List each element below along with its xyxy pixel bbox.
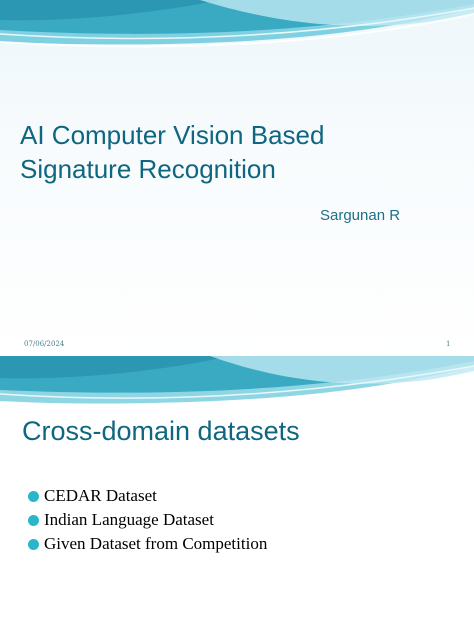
page-number: 1 (446, 340, 451, 348)
author-name: Sargunan R (320, 207, 401, 224)
footer-date: 07/06/2024 (24, 340, 65, 348)
slide-divider (0, 354, 474, 356)
bullet-icon (28, 514, 39, 526)
slide-1: AI Computer Vision Based Signature Recog… (0, 0, 474, 356)
header-wave-graphic (0, 356, 474, 407)
slide-title: Cross-domain datasets (22, 416, 300, 446)
bullet-text: Given Dataset from Competition (44, 534, 268, 553)
bullet-text: CEDAR Dataset (44, 486, 157, 505)
title-line-2: Signature Recognition (20, 154, 276, 184)
list-item: CEDAR Dataset (28, 484, 267, 508)
list-item: Given Dataset from Competition (28, 532, 267, 556)
slide-title: AI Computer Vision Based Signature Recog… (20, 118, 450, 186)
bullet-icon (28, 538, 39, 550)
list-item: Indian Language Dataset (28, 508, 267, 532)
slide-2: Cross-domain datasets CEDAR Dataset Indi… (0, 356, 474, 632)
bullet-list: CEDAR Dataset Indian Language Dataset Gi… (28, 484, 267, 556)
bullet-text: Indian Language Dataset (44, 510, 214, 529)
bullet-icon (28, 490, 39, 502)
header-wave-graphic (0, 0, 474, 48)
title-line-1: AI Computer Vision Based (20, 120, 325, 150)
